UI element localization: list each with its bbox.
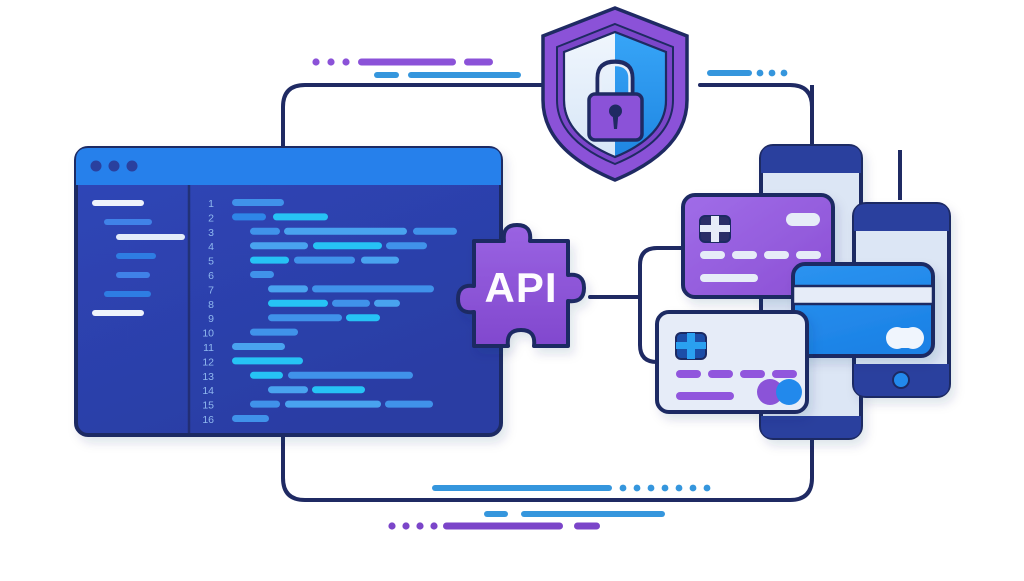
code-token <box>250 242 308 250</box>
device-drop-lines <box>810 85 902 200</box>
line-number: 8 <box>208 299 214 311</box>
dash-row-top-left-secondary <box>374 72 521 78</box>
line-number: 7 <box>208 284 214 296</box>
window-dot-close[interactable] <box>90 160 102 172</box>
editor-sidebar[interactable] <box>92 200 185 316</box>
card-name-bar <box>700 274 758 282</box>
code-token <box>312 285 434 293</box>
editor-code-lines <box>232 199 457 422</box>
sidebar-item[interactable] <box>104 219 152 225</box>
line-number: 3 <box>208 227 214 239</box>
sidebar-item[interactable] <box>116 234 185 240</box>
line-number: 5 <box>208 256 214 268</box>
code-token <box>294 256 355 264</box>
api-label: API <box>484 264 557 311</box>
code-token <box>250 400 280 408</box>
card-number-dashes <box>700 251 821 259</box>
code-token <box>312 386 365 394</box>
api-puzzle-piece[interactable]: API <box>456 223 586 348</box>
code-token <box>232 199 284 206</box>
code-token <box>346 314 380 322</box>
line-number: 2 <box>208 212 214 224</box>
code-token <box>273 213 328 221</box>
card-name-bar <box>676 392 734 400</box>
card-chip-icon <box>699 215 731 243</box>
line-number: 9 <box>208 313 214 325</box>
code-token <box>288 371 413 379</box>
dash-row-top-left <box>312 58 493 66</box>
code-token <box>332 299 370 307</box>
code-token <box>268 386 308 394</box>
code-token <box>268 314 342 322</box>
phone-home-button[interactable] <box>892 371 910 389</box>
code-token <box>250 256 289 264</box>
credit-card-white[interactable] <box>655 310 809 414</box>
lock-shackle-icon <box>595 59 635 96</box>
code-token <box>313 242 382 250</box>
line-number: 14 <box>202 385 214 397</box>
code-token <box>232 415 269 422</box>
line-number: 1 <box>208 198 214 210</box>
card-badge <box>786 213 820 226</box>
sidebar-item[interactable] <box>104 291 151 297</box>
dash-row-top-right <box>707 69 788 77</box>
dash-row-bottom-primary <box>432 484 711 492</box>
line-number: 10 <box>202 328 214 340</box>
card-magnetic-stripe <box>791 284 935 306</box>
code-token <box>232 357 303 365</box>
window-dot-minimize[interactable] <box>108 160 120 172</box>
code-token <box>285 400 381 408</box>
code-token <box>250 271 274 278</box>
code-token <box>250 328 298 336</box>
sidebar-item[interactable] <box>92 310 144 316</box>
code-token <box>361 256 399 264</box>
code-token <box>386 242 427 250</box>
code-token <box>374 299 400 307</box>
dash-row-bottom-secondary <box>484 511 665 517</box>
line-number: 4 <box>208 241 214 253</box>
code-token <box>250 227 280 235</box>
card-chip-icon <box>675 332 707 360</box>
card-logo-mastercard-icon <box>757 379 802 405</box>
dash-row-bottom-tertiary <box>388 522 600 530</box>
sidebar-item[interactable] <box>116 272 150 278</box>
code-token <box>385 400 433 408</box>
line-number: 15 <box>202 400 214 412</box>
integration-flow-frame <box>281 83 814 502</box>
line-number: 13 <box>202 371 214 383</box>
code-token <box>268 299 328 307</box>
window-dot-maximize[interactable] <box>126 160 138 172</box>
sidebar-item[interactable] <box>92 200 144 206</box>
code-token <box>250 371 283 379</box>
line-number: 12 <box>202 356 214 368</box>
security-shield <box>541 6 689 182</box>
code-token <box>413 227 457 235</box>
line-number: 6 <box>208 270 214 282</box>
code-token <box>232 213 266 221</box>
code-token <box>284 227 407 235</box>
line-number: 16 <box>202 414 214 426</box>
credit-card-blue[interactable] <box>791 262 935 358</box>
card-logo-blob <box>886 327 924 349</box>
editor-title-bar[interactable] <box>76 148 501 185</box>
sidebar-item[interactable] <box>116 253 156 259</box>
card-number-dashes <box>676 370 797 378</box>
line-number: 11 <box>203 342 214 354</box>
code-token <box>268 285 308 293</box>
code-token <box>232 343 285 350</box>
